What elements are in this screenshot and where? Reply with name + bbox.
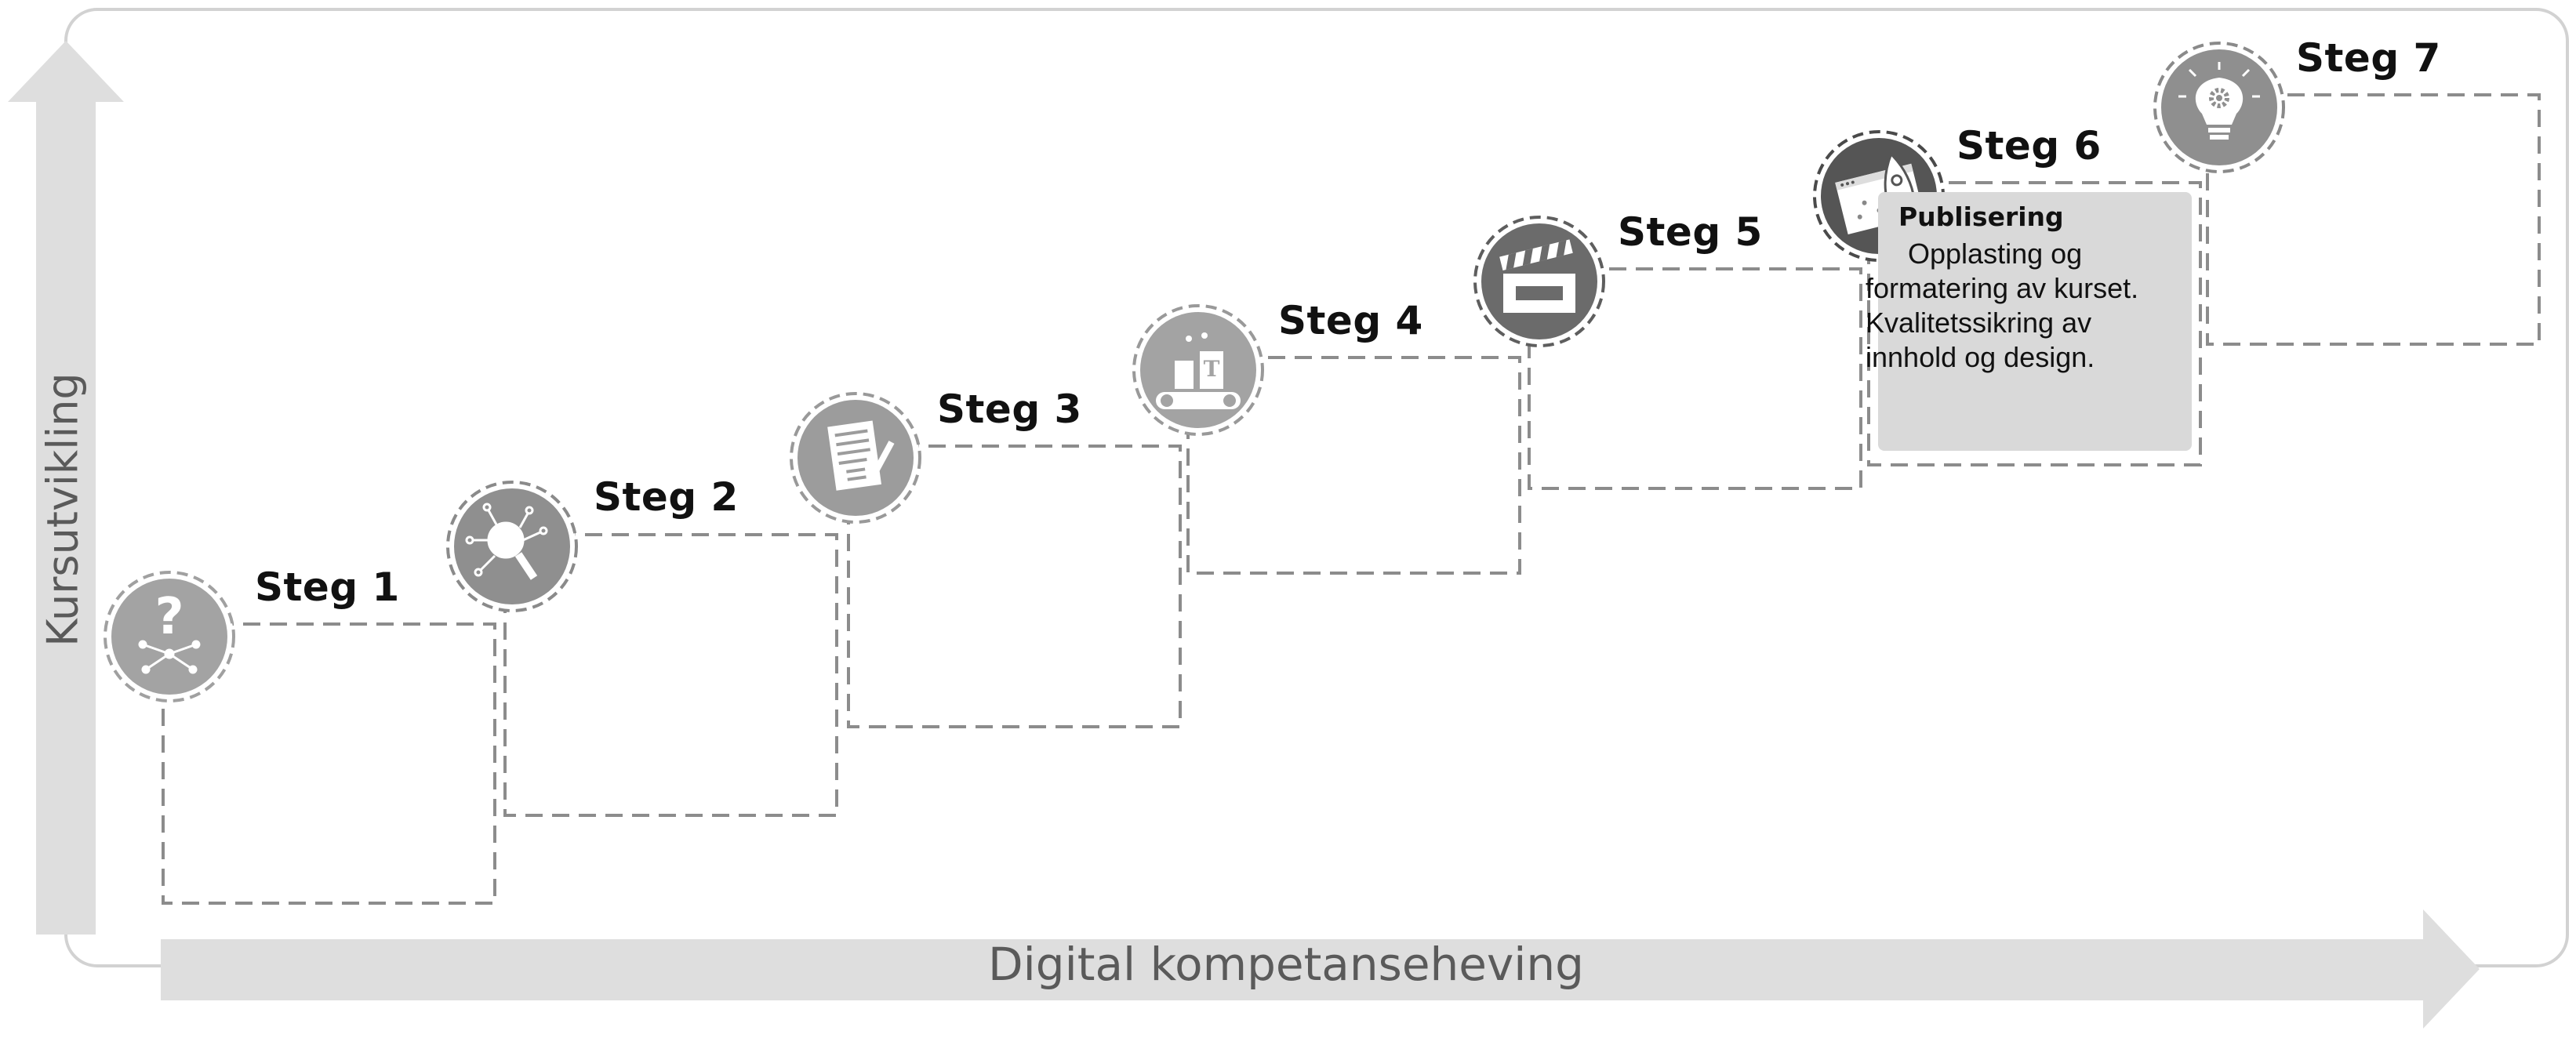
step-3-title: Steg 3 — [937, 387, 1082, 432]
detail-heading: Publisering — [1898, 201, 2064, 232]
step-6-detail-box: Publisering Opplasting og formatering av… — [1866, 192, 2192, 451]
step-4-box — [1186, 356, 1521, 575]
production-conveyor-icon: T — [1132, 304, 1264, 436]
step-6-title: Steg 6 — [1957, 123, 2102, 169]
step-1-title: Steg 1 — [255, 564, 400, 610]
x-axis-arrow — [161, 909, 2480, 1029]
step-7-title: Steg 7 — [2296, 35, 2441, 81]
svg-text:?: ? — [154, 588, 183, 646]
step-7-box — [2206, 93, 2541, 346]
step-3-box — [847, 445, 1182, 728]
y-axis-label: Kursutvikling — [38, 372, 88, 647]
x-axis-label: Digital kompetanseheving — [988, 938, 1584, 991]
step-2-box — [503, 533, 838, 817]
step-6-box — [1867, 181, 2202, 466]
document-checklist-icon — [790, 392, 921, 524]
step-1-box — [162, 622, 496, 905]
svg-text:T: T — [1204, 356, 1220, 382]
clapperboard-icon — [1473, 216, 1605, 347]
step-5-title: Steg 5 — [1618, 209, 1763, 255]
question-network-icon: ? — [104, 571, 235, 702]
step-5-box — [1528, 267, 1862, 490]
y-axis-arrow — [8, 41, 124, 935]
step-2-title: Steg 2 — [594, 474, 739, 520]
detail-body: Opplasting og formatering av kurset. Kva… — [1866, 238, 2139, 373]
magnifier-network-icon — [446, 481, 578, 612]
lightbulb-gear-icon — [2153, 42, 2285, 173]
step-4-title: Steg 4 — [1278, 298, 1423, 343]
